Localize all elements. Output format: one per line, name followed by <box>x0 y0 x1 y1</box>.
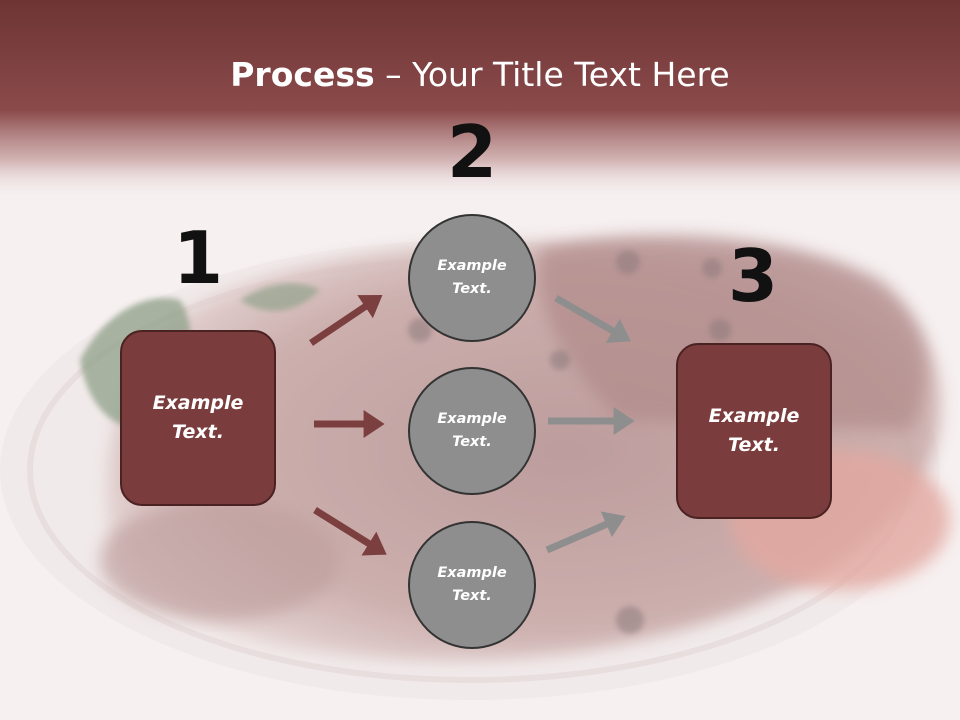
step-box-1-label: Example Text. <box>152 392 244 443</box>
circle-middle-label: Example Text. <box>437 411 507 450</box>
step-box-3: Example Text. <box>676 343 832 519</box>
arrow-top-to-3 <box>554 294 631 343</box>
circle-bottom-label: Example Text. <box>437 565 507 604</box>
step-number-3: 3 <box>727 234 779 318</box>
title-bold: Process <box>230 55 375 94</box>
step-box-1: Example Text. <box>120 330 276 506</box>
step-box-3-label: Example Text. <box>708 405 800 456</box>
step-2-circle-middle: Example Text. <box>408 367 536 495</box>
circle-top-label: Example Text. <box>437 258 507 297</box>
page-title: Process – Your Title Text Here <box>0 52 960 98</box>
step-number-2: 2 <box>446 110 498 194</box>
arrow-1-to-top <box>309 294 383 346</box>
step-2-circle-bottom: Example Text. <box>408 521 536 649</box>
arrow-1-to-bottom <box>313 507 387 556</box>
arrow-bottom-to-3 <box>545 511 626 554</box>
title-rest: – Your Title Text Here <box>374 55 730 94</box>
step-number-1: 1 <box>172 216 224 300</box>
step-2-circle-top: Example Text. <box>408 214 536 342</box>
